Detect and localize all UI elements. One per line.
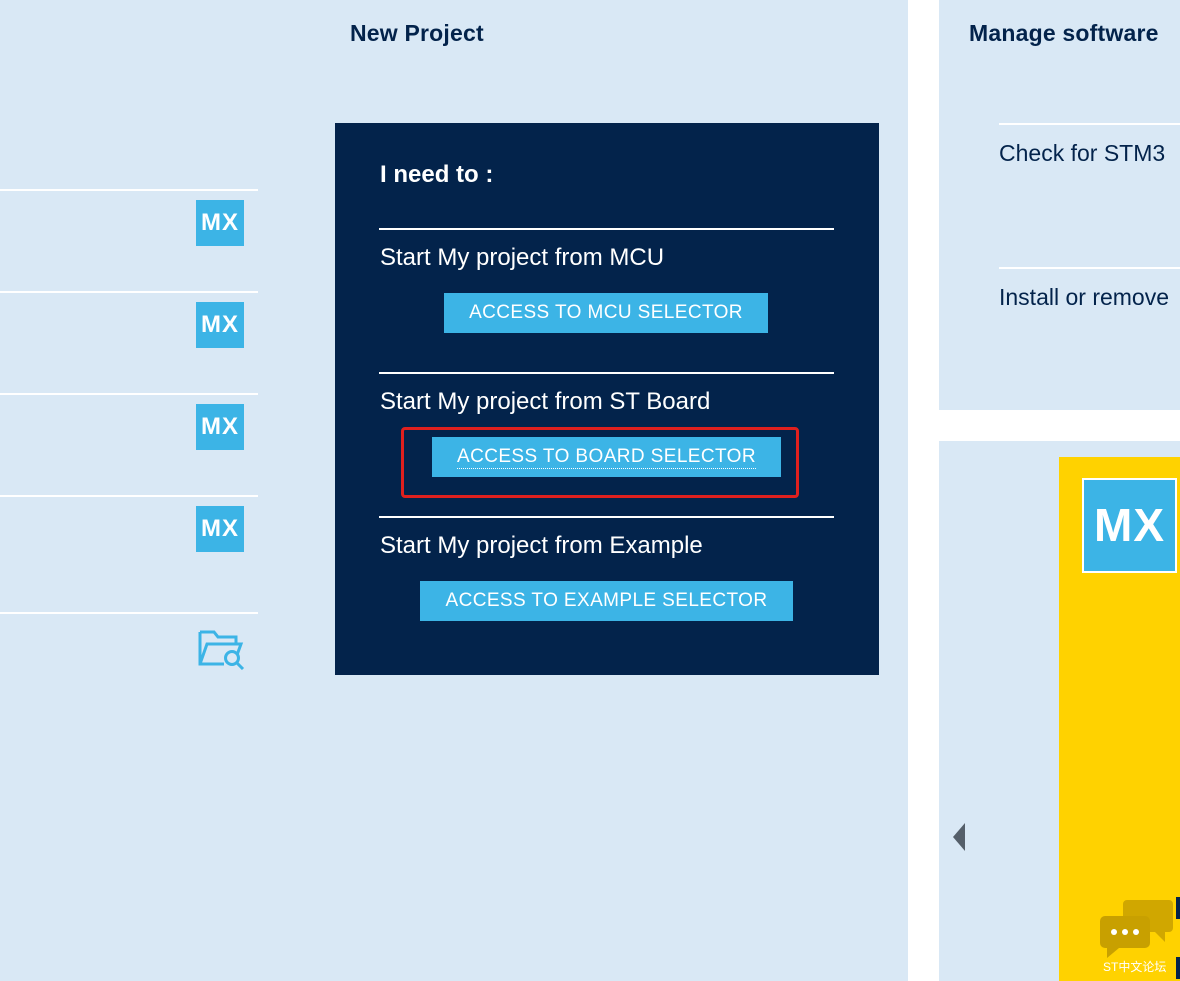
access-example-selector-button[interactable]: ACCESS TO EXAMPLE SELECTOR	[420, 581, 793, 621]
manage-software-panel	[939, 0, 1180, 410]
list-divider	[0, 393, 258, 395]
manage-software-title: Manage software	[969, 20, 1159, 46]
watermark-text: ST中文论坛	[1103, 960, 1167, 974]
mx-logo-icon[interactable]: MX	[196, 200, 244, 246]
list-divider	[0, 612, 258, 614]
access-mcu-selector-button[interactable]: ACCESS TO MCU SELECTOR	[444, 293, 768, 333]
mx-logo-icon[interactable]: MX	[196, 404, 244, 450]
panel-gutter	[908, 0, 939, 981]
new-project-title: New Project	[350, 20, 484, 46]
access-board-selector-label: ACCESS TO BOARD SELECTOR	[457, 446, 756, 469]
check-updates-link[interactable]: Check for STM3	[999, 140, 1166, 166]
chevron-left-icon[interactable]	[951, 821, 967, 853]
mcu-section-label: Start My project from MCU	[380, 244, 665, 271]
section-divider	[379, 372, 834, 374]
list-divider	[0, 291, 258, 293]
install-remove-link[interactable]: Install or remove	[999, 284, 1170, 310]
chat-bubbles-icon	[1100, 900, 1173, 958]
mx-logo-icon[interactable]: MX	[196, 506, 244, 552]
section-divider	[379, 228, 834, 230]
list-divider	[999, 123, 1180, 125]
access-board-selector-button[interactable]: ACCESS TO BOARD SELECTOR	[432, 437, 781, 477]
list-divider	[0, 495, 258, 497]
section-divider	[379, 516, 834, 518]
i-need-to-panel: I need to : Start My project from MCU AC…	[335, 123, 879, 675]
card-text-fragment	[1176, 897, 1180, 919]
board-section-label: Start My project from ST Board	[380, 388, 711, 415]
example-section-label: Start My project from Example	[380, 532, 703, 559]
i-need-to-title: I need to :	[380, 161, 494, 188]
highlight-annotation-box	[401, 427, 799, 498]
card-text-fragment	[1176, 957, 1180, 979]
list-divider	[0, 189, 258, 191]
panel-gap	[939, 410, 1180, 441]
list-divider	[999, 267, 1180, 269]
mx-logo-icon[interactable]: MX	[196, 302, 244, 348]
folder-search-icon[interactable]	[196, 624, 246, 670]
mx-logo-icon: MX	[1082, 478, 1177, 573]
